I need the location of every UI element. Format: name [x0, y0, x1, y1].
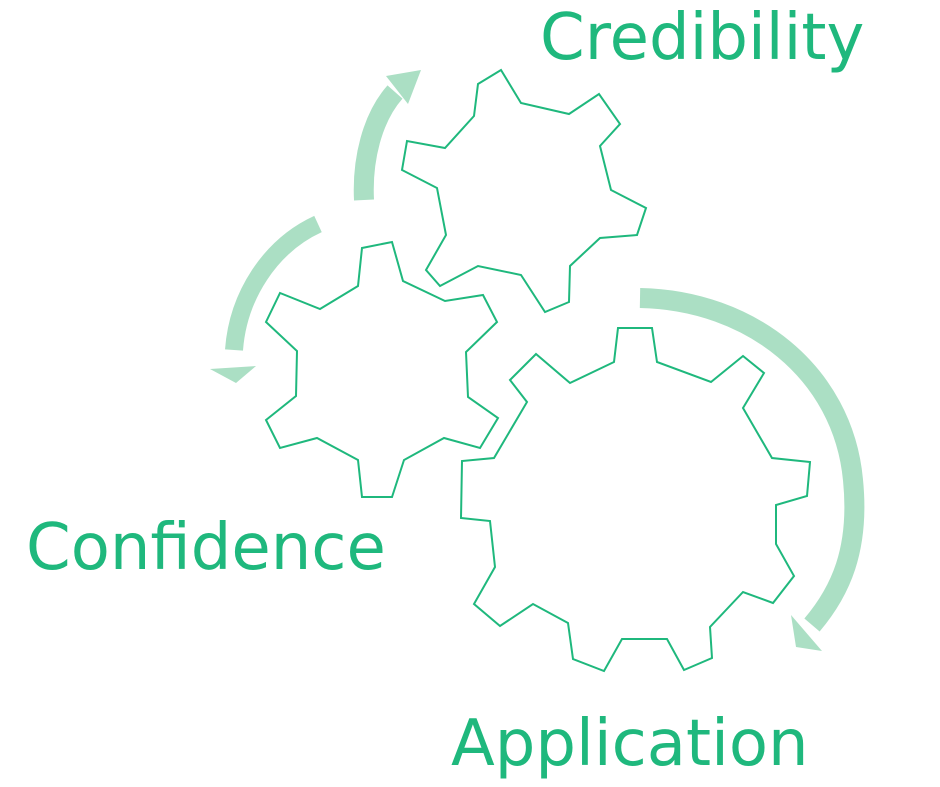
arrow-credibility-to-confidence-head [210, 366, 256, 383]
gear-confidence [264, 240, 500, 498]
arrow-credibility-to-confidence [225, 215, 322, 351]
label-credibility: Credibility [540, 1, 865, 75]
label-confidence: Confidence [26, 511, 386, 585]
arrow-credibility-to-application [639, 288, 865, 632]
label-application: Application [451, 707, 809, 781]
arrow-credibility-to-application-head [791, 615, 822, 651]
arrow-confidence-to-credibility [353, 85, 403, 201]
gear-application [459, 327, 812, 673]
arrow-confidence-to-credibility-head [386, 70, 421, 104]
gear-credibility [400, 68, 648, 314]
